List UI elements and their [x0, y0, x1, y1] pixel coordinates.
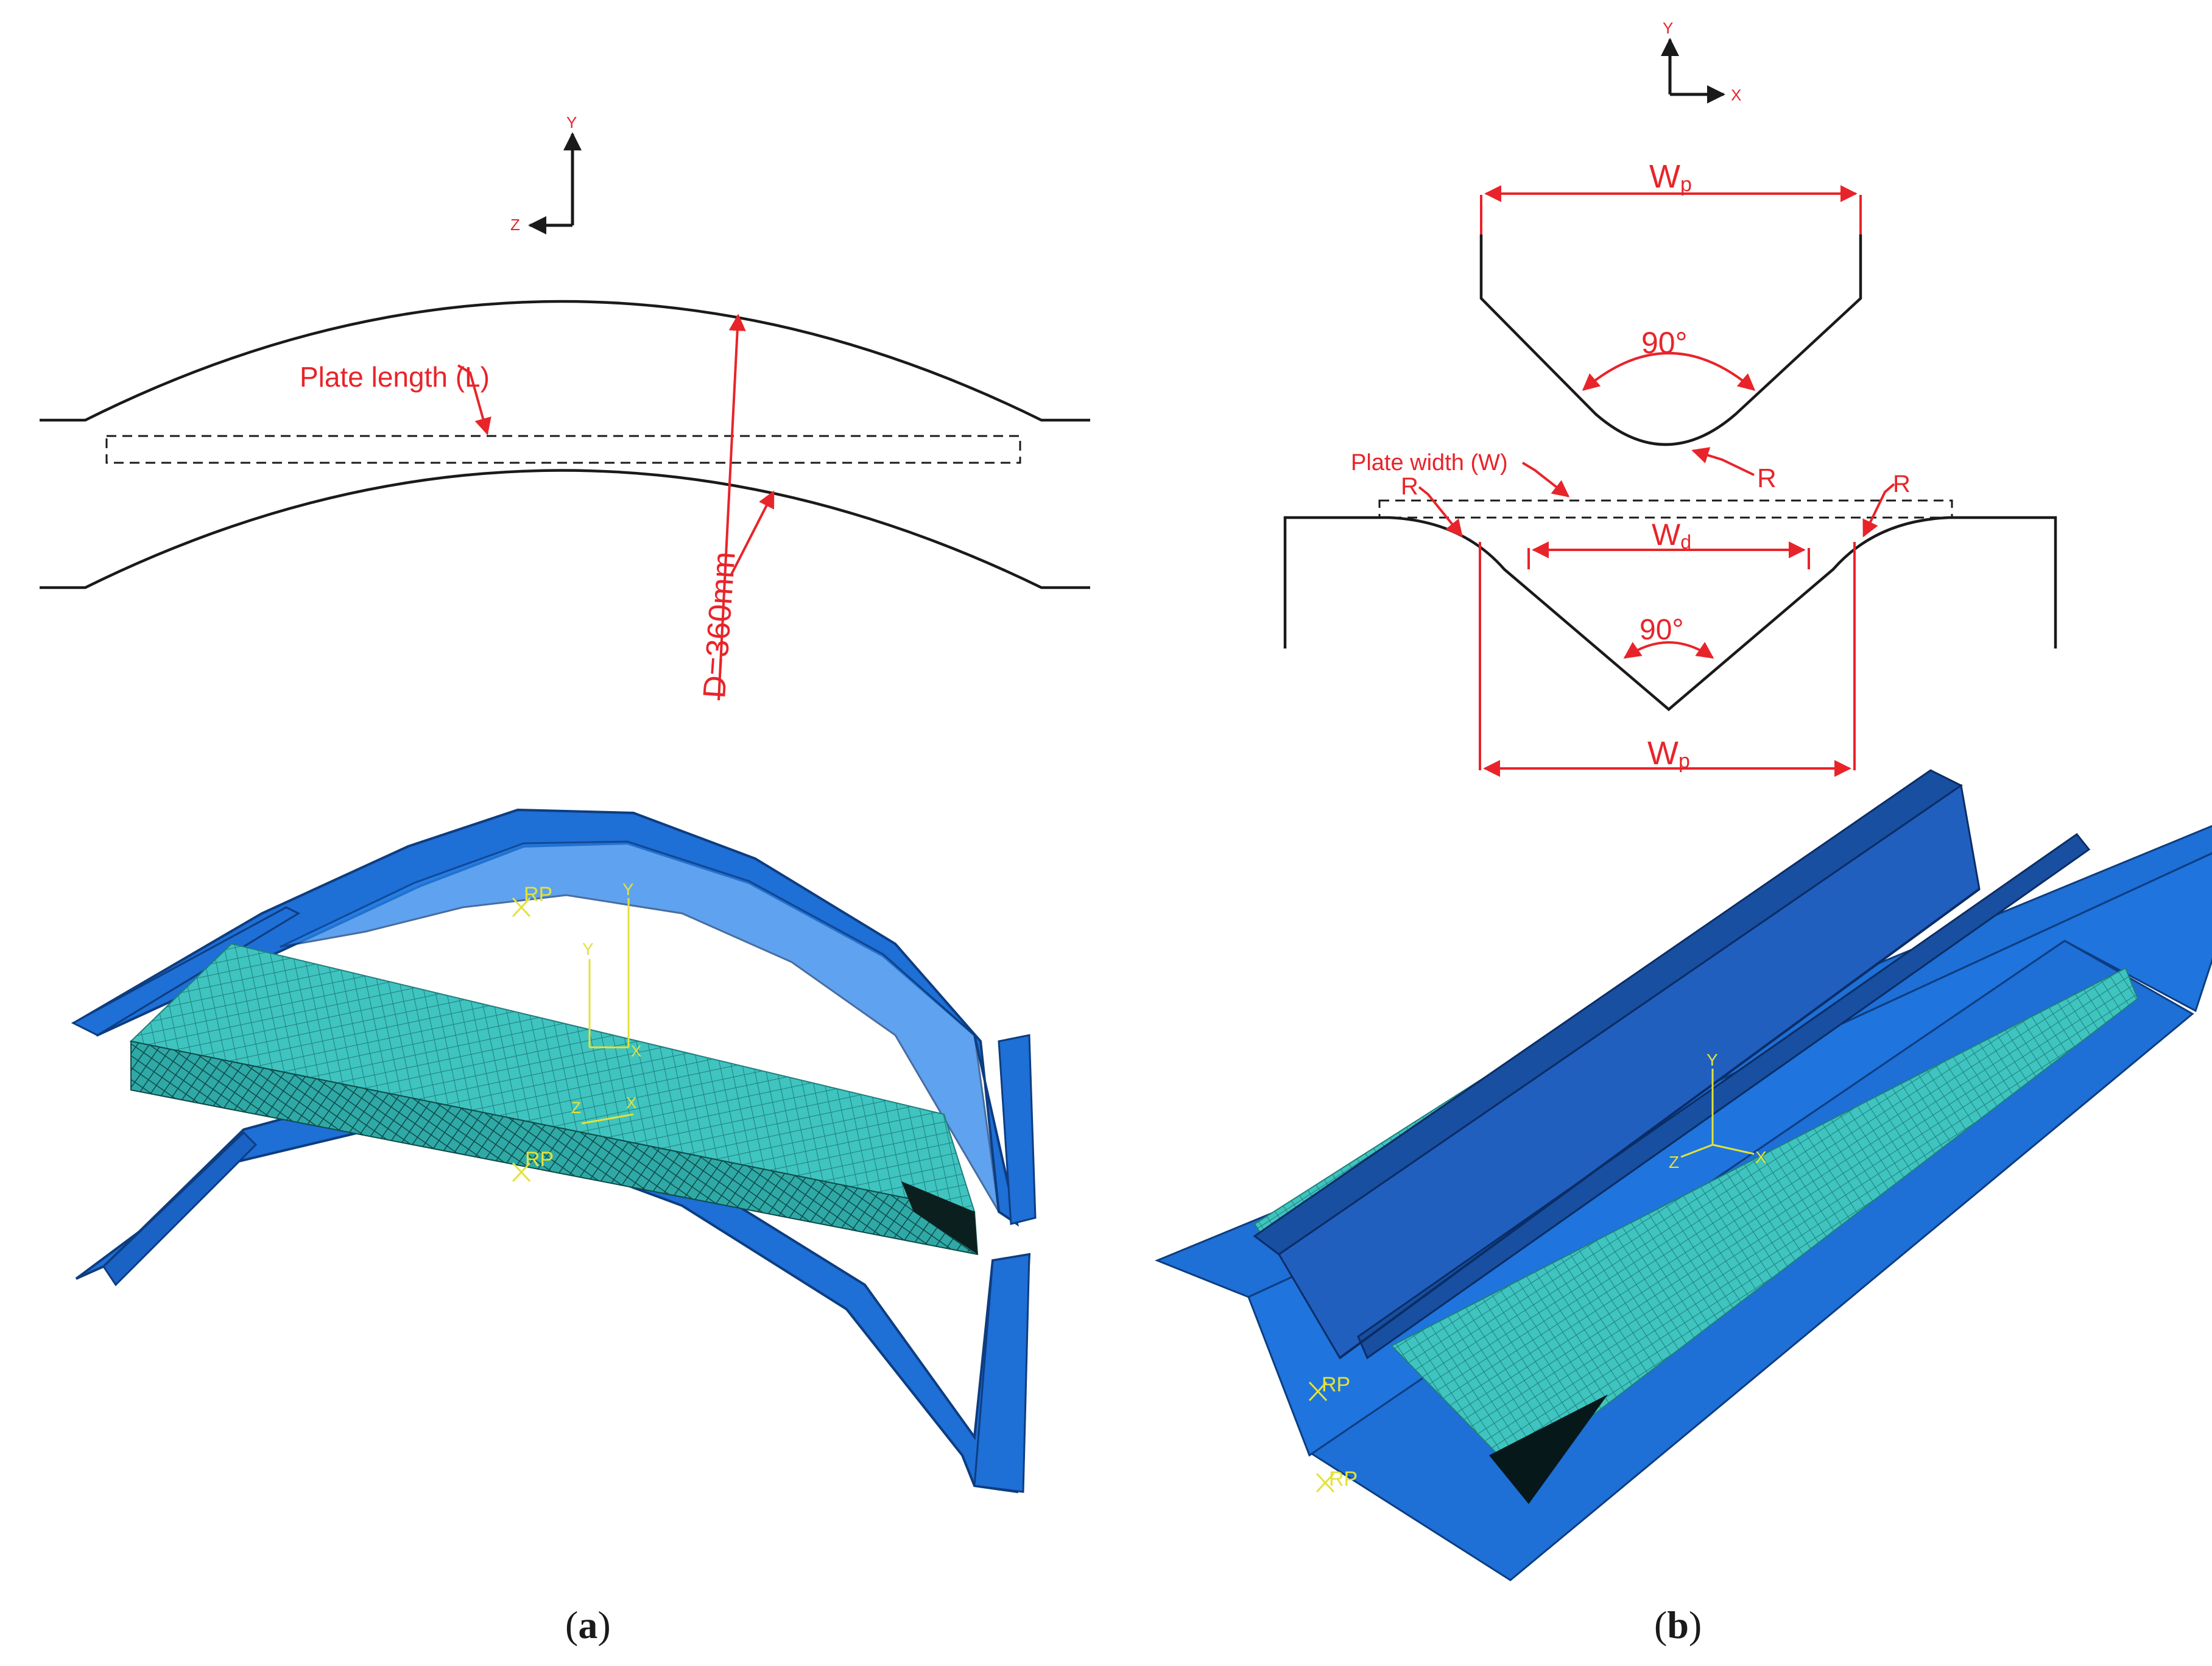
die-v-profile: [1283, 516, 2057, 711]
die-radius-left-label: R: [1401, 473, 1418, 500]
die-width-label: Wd: [1652, 518, 1691, 553]
svg-text:RP: RP: [1329, 1467, 1358, 1491]
upper-punch-profile: [40, 300, 1090, 422]
svg-text:X: X: [626, 1094, 636, 1112]
ref-point-top-b: RP: [1308, 1373, 1350, 1402]
punch-angle-label: 90°: [1641, 326, 1688, 360]
panel-b-fe-model: RP RP Y Z X: [1155, 769, 2212, 1581]
plate-mesh-b: [1390, 967, 2139, 1475]
svg-text:Z: Z: [571, 1098, 581, 1117]
die-angle-label: 90°: [1640, 614, 1684, 646]
svg-text:RP: RP: [525, 1148, 554, 1171]
csys-triads-a: Y Y X Z X: [571, 880, 641, 1125]
axis-y-label-b: Y: [1663, 19, 1673, 37]
punch-wall-right: [1357, 832, 2091, 1360]
punch-v-profile: [1479, 234, 1862, 446]
lower-die-flange: [973, 1253, 1030, 1493]
panel-a-fe-model: RP RP Y Y X Z X: [71, 808, 1037, 1494]
punch-width-label: Wp: [1649, 158, 1692, 196]
axis-z-label-a: Z: [510, 216, 520, 234]
panel-b-drawing: Y X Wp 90° R Plate width (W) R R Wd: [1283, 19, 2057, 777]
diameter-label: D=360mm: [697, 550, 742, 700]
punch-tip-line: [1339, 888, 1981, 1359]
axis-triad-b: Y X: [1661, 19, 1741, 104]
punch-radius-label: R: [1757, 463, 1777, 493]
svg-text:Z: Z: [1669, 1153, 1679, 1172]
die-radius-right-label: R: [1893, 471, 1911, 497]
svg-text:X: X: [1755, 1148, 1767, 1167]
lower-die-left-tip: [102, 1131, 258, 1287]
svg-text:Y: Y: [622, 880, 634, 899]
panel-a-drawing: Y Z Plate length (L) D=360mm: [40, 113, 1090, 701]
upper-punch-left-tip: [71, 906, 301, 1036]
die-punch-width-label: Wp: [1647, 735, 1690, 773]
caption-a: (a): [565, 1603, 611, 1647]
lower-die-profile: [40, 469, 1090, 589]
axis-triad-a: Y Z: [510, 113, 582, 234]
svg-text:Y: Y: [582, 940, 594, 958]
diameter-callout: D=360mm: [697, 314, 775, 701]
svg-text:X: X: [631, 1042, 641, 1060]
plate-width-label: Plate width (W): [1351, 450, 1508, 476]
svg-text:RP: RP: [1322, 1373, 1350, 1396]
plate-bend-shadow: [1489, 1394, 1608, 1504]
axis-x-label-b: X: [1731, 86, 1741, 104]
upper-punch-top-face: [280, 840, 1000, 1212]
plate-width-outline-dashed: [1378, 499, 1953, 519]
ref-point-bottom-a: RP: [512, 1148, 554, 1183]
plate-length-callout: Plate length (L): [300, 361, 491, 435]
plate-outline-dashed: [105, 435, 1021, 464]
ref-point-bottom-b: RP: [1316, 1467, 1358, 1493]
svg-text:Y: Y: [1707, 1050, 1718, 1069]
plate-mesh-end: [901, 1181, 977, 1254]
ref-point-top-a: RP: [512, 883, 552, 918]
upper-punch-flange: [998, 1034, 1037, 1225]
csys-triad-b: Y Z X: [1669, 1050, 1767, 1172]
axis-y-label-a: Y: [566, 113, 577, 132]
svg-text:RP: RP: [524, 883, 552, 906]
caption-b: (b): [1654, 1603, 1702, 1647]
